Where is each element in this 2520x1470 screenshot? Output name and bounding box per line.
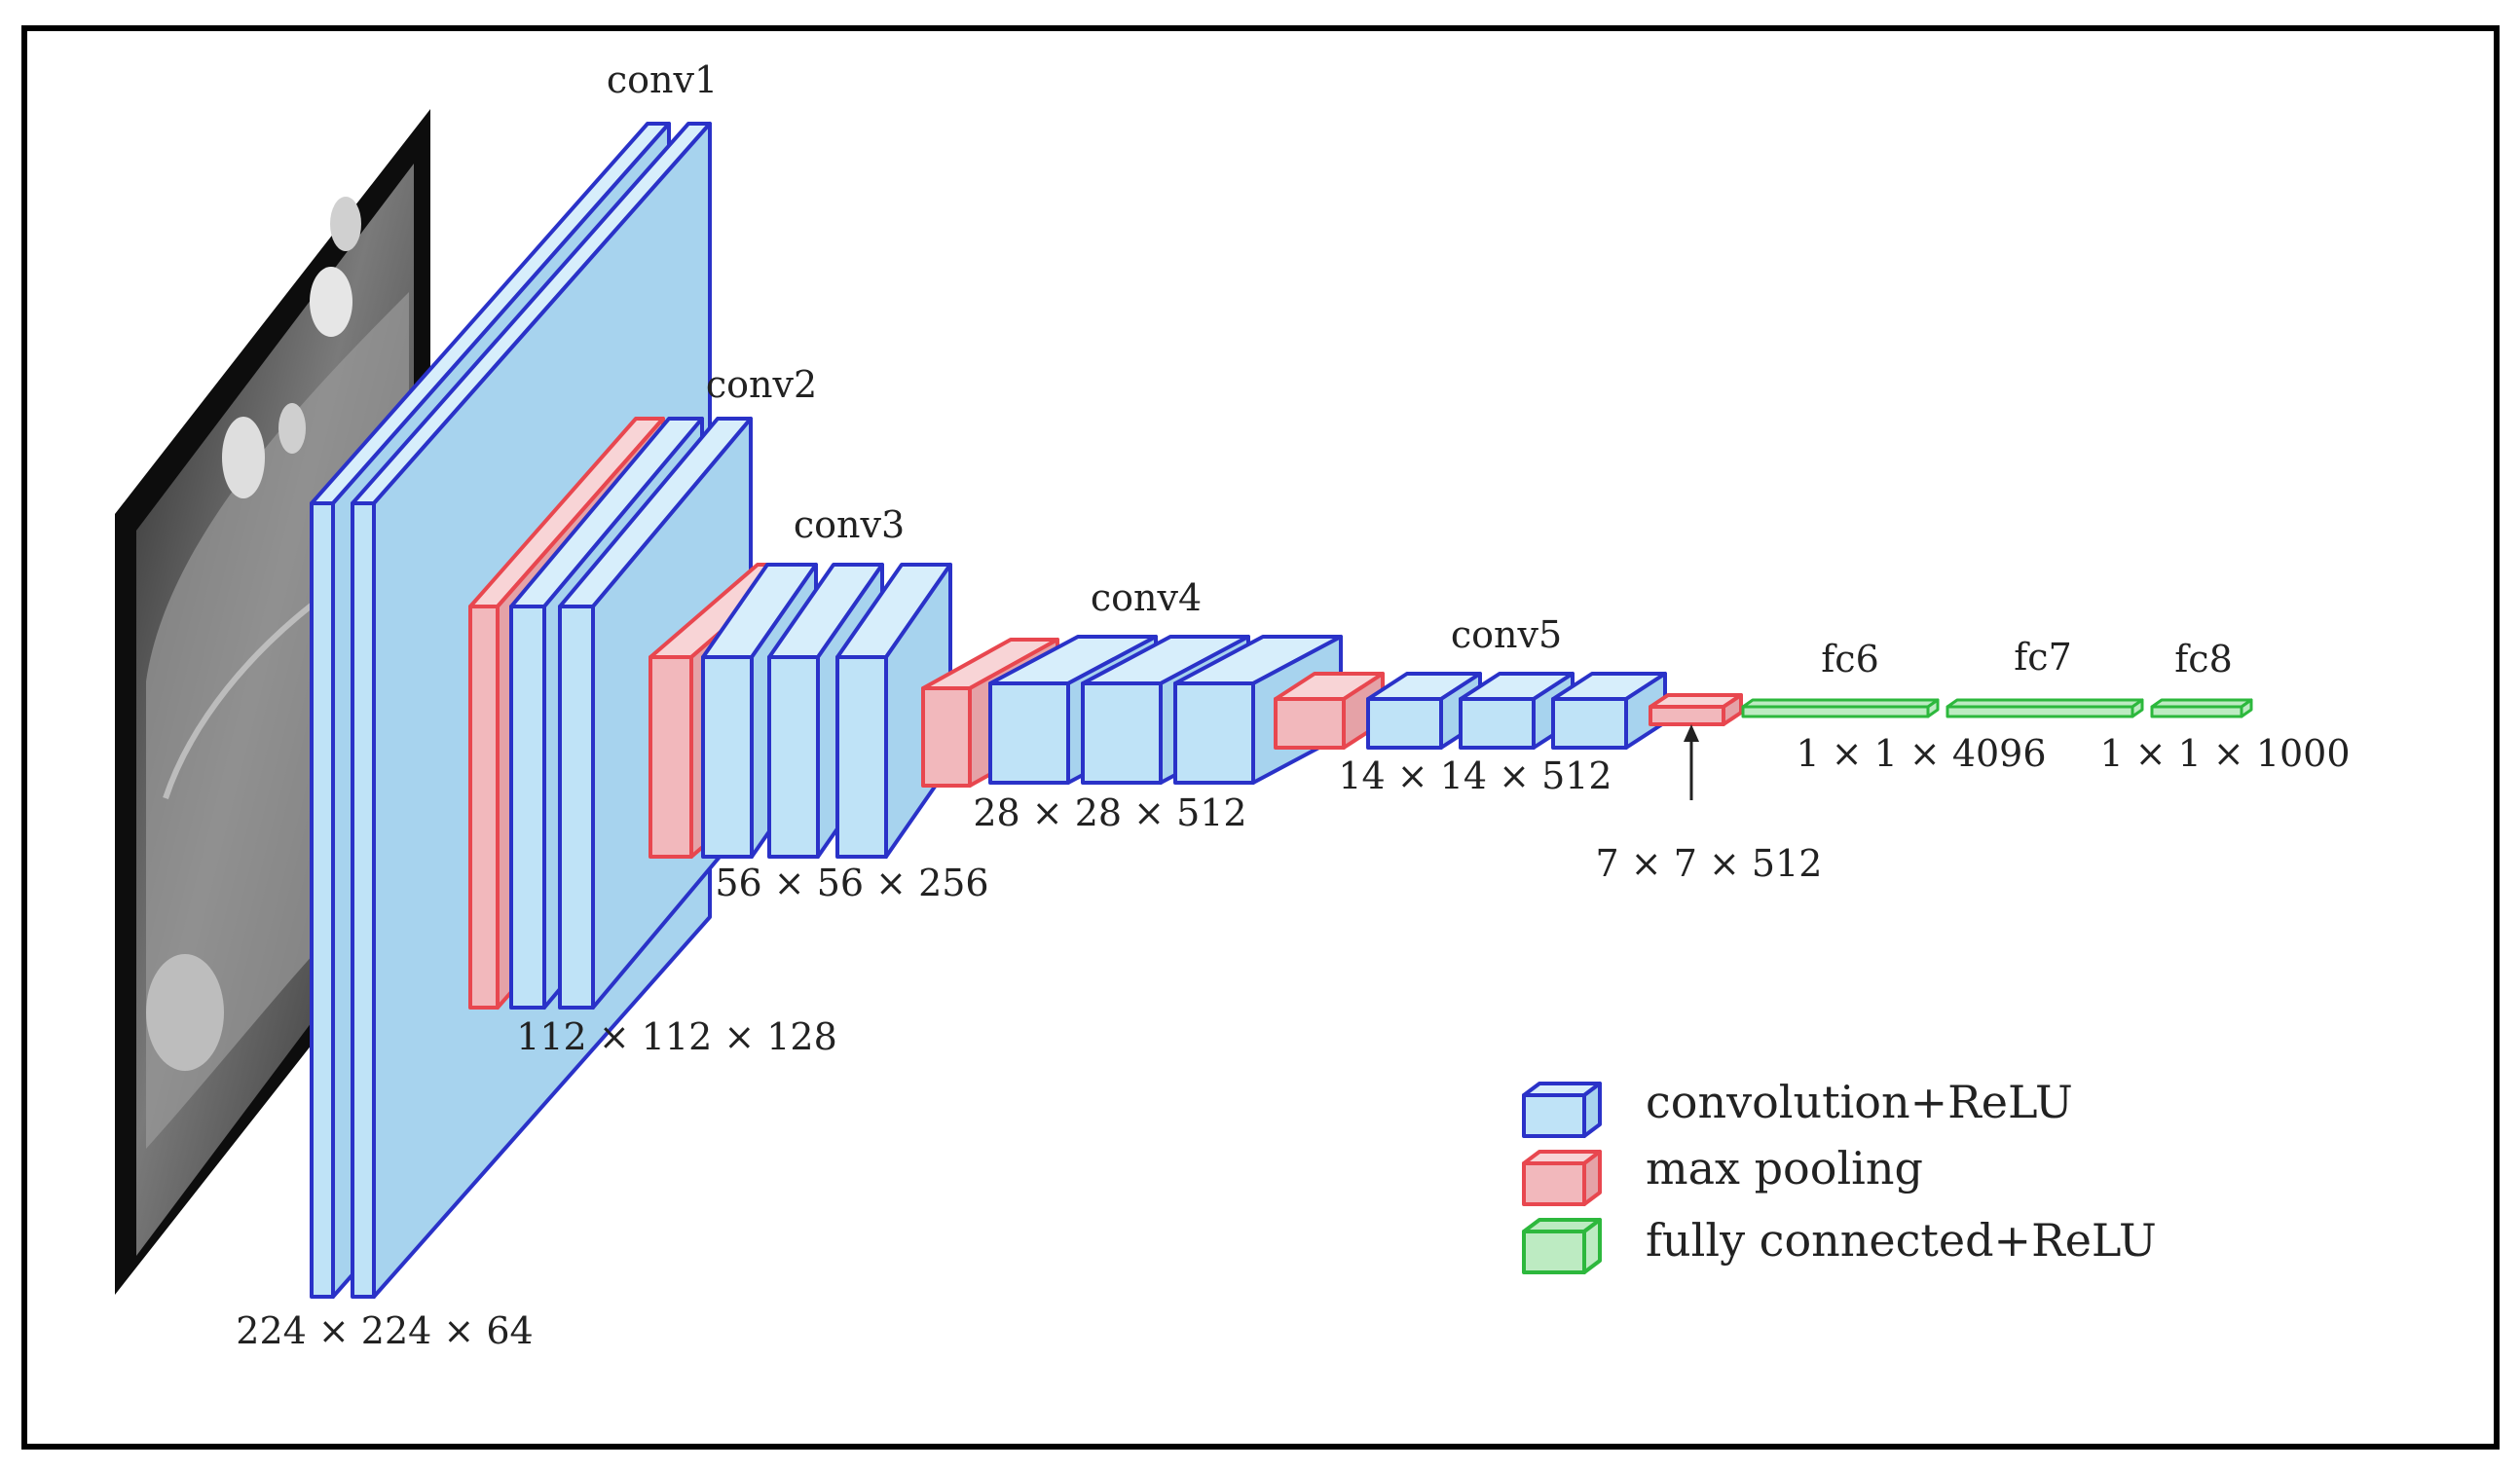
legend-label-conv: convolution+ReLU — [1646, 1076, 2073, 1128]
legend: convolution+ReLU max pooling fully conne… — [1522, 1076, 2157, 1274]
conv5-block-3 — [1551, 672, 1667, 750]
fc8-block — [2150, 698, 2253, 718]
fc7-label: fc7 — [2014, 636, 2072, 679]
conv5-block-2 — [1459, 672, 1575, 750]
dim-28-label: 28 × 28 × 512 — [973, 791, 1246, 834]
conv5-label: conv5 — [1451, 613, 1562, 656]
conv1-label: conv1 — [607, 58, 718, 101]
dim-1000-label: 1 × 1 × 1000 — [2099, 732, 2350, 775]
legend-icon-fc — [1522, 1218, 1602, 1274]
legend-label-fc: fully connected+ReLU — [1646, 1214, 2157, 1267]
pool5-block — [1649, 693, 1743, 726]
dim-4096-label: 1 × 1 × 4096 — [1796, 732, 2046, 775]
dim-224-label: 224 × 224 × 64 — [236, 1309, 533, 1352]
fc8-label: fc8 — [2174, 638, 2233, 680]
pool4-block — [1274, 672, 1385, 750]
fc6-block — [1741, 698, 1940, 718]
dim-56-label: 56 × 56 × 256 — [715, 862, 988, 904]
conv3-label: conv3 — [794, 503, 905, 546]
fc6-label: fc6 — [1821, 638, 1879, 680]
dim-112-label: 112 × 112 × 128 — [516, 1015, 837, 1058]
dim-14-label: 14 × 14 × 512 — [1338, 754, 1612, 797]
conv2-label: conv2 — [706, 363, 817, 406]
legend-label-pool: max pooling — [1646, 1142, 1923, 1194]
legend-icon-conv — [1522, 1082, 1602, 1138]
dim-7-label: 7 × 7 × 512 — [1596, 842, 1823, 885]
legend-icon-pool — [1522, 1150, 1602, 1206]
network-layers — [310, 122, 2253, 1299]
input-image — [115, 109, 430, 1295]
fc7-block — [1946, 698, 2144, 718]
conv4-label: conv4 — [1091, 576, 1202, 619]
pool5-arrow — [1684, 724, 1699, 800]
